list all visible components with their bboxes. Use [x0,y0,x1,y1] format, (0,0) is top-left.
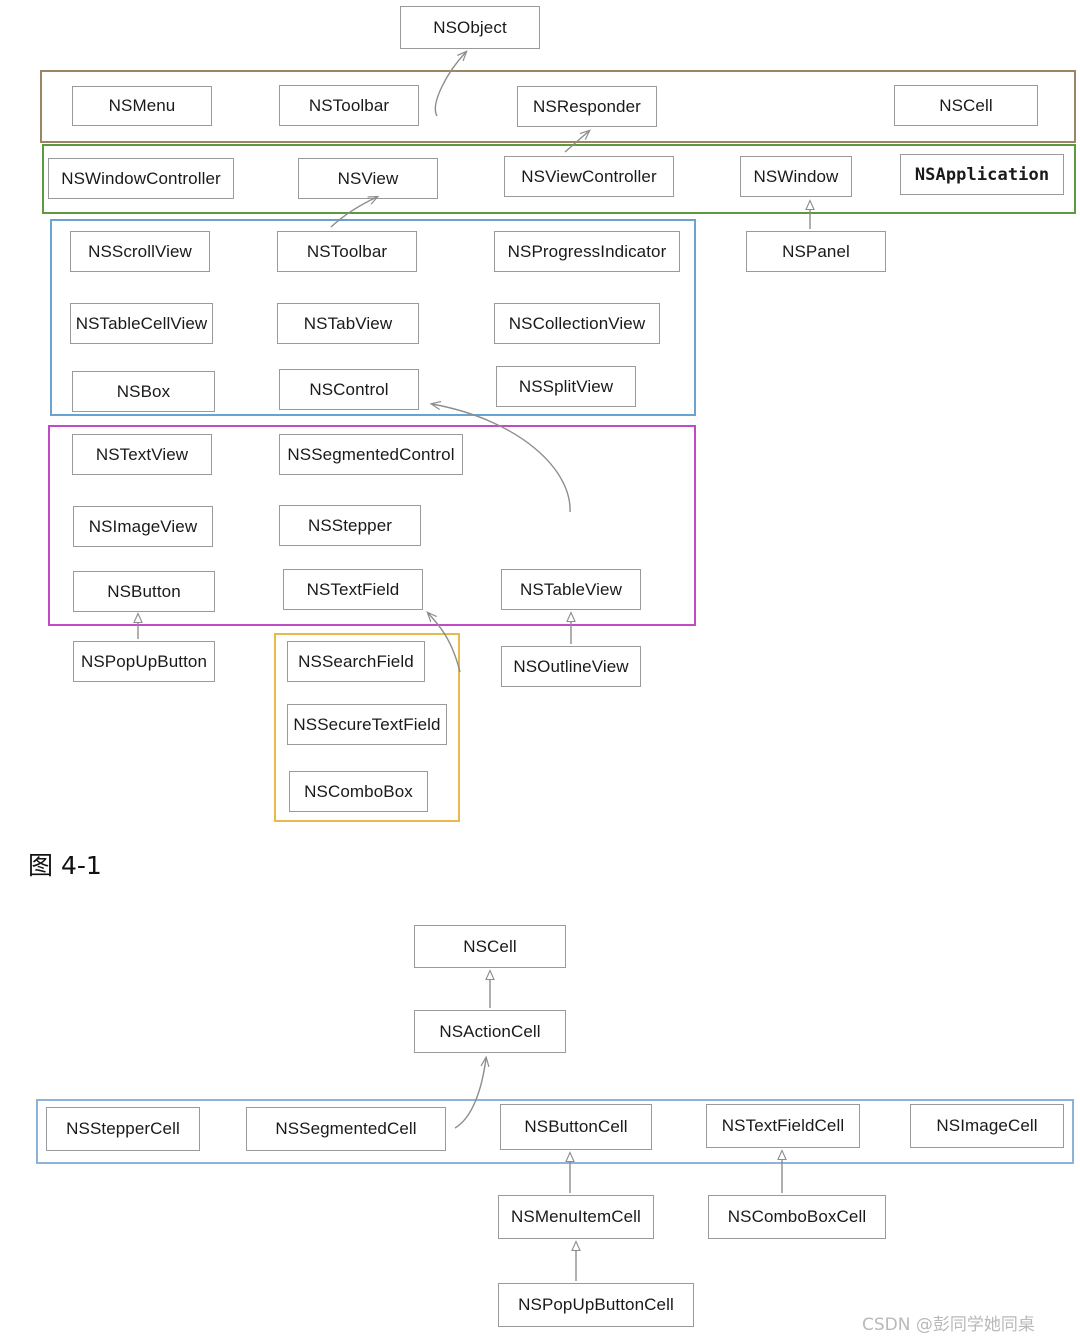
class-node-nsapplication: NSApplication [900,154,1064,195]
class-node-nscontrol: NSControl [279,369,419,410]
class-node-nsview: NSView [298,158,438,199]
class-node-nscollectionview: NSCollectionView [494,303,660,344]
class-node-nsimagecell: NSImageCell [910,1104,1064,1148]
responder-row-group [40,70,1076,143]
class-node-nspopupbuttoncell: NSPopUpButtonCell [498,1283,694,1327]
class-node-nstabview: NSTabView [277,303,419,344]
class-node-nscell: NSCell [894,85,1038,126]
class-node-nsimageview: NSImageView [73,506,213,547]
class-node-nssegmentedcell: NSSegmentedCell [246,1107,446,1151]
class-node-nsbutton: NSButton [73,571,215,612]
class-node-nssteppercell: NSStepperCell [46,1107,200,1151]
class-node-nssearchfield: NSSearchField [287,641,425,682]
class-node-nscombobox: NSComboBox [289,771,428,812]
class-node-nsmenu: NSMenu [72,86,212,126]
class-node-nsmenuitemcell: NSMenuItemCell [498,1195,654,1239]
class-node-nscell: NSCell [414,925,566,968]
class-node-nspanel: NSPanel [746,231,886,272]
class-node-nswindowcontroller: NSWindowController [48,158,234,199]
class-node-nstableview: NSTableView [501,569,641,610]
class-node-nswindow: NSWindow [740,156,852,197]
class-node-nsactioncell: NSActionCell [414,1010,566,1053]
class-node-nstextfieldcell: NSTextFieldCell [706,1104,860,1148]
class-node-nsviewcontroller: NSViewController [504,156,674,197]
class-node-nstoolbar: NSToolbar [277,231,417,272]
class-node-nsobject: NSObject [400,6,540,49]
csdn-watermark: CSDN @彭同学她同桌 [862,1315,1035,1335]
class-node-nstablecellview: NSTableCellView [70,303,213,344]
class-node-nstextview: NSTextView [72,434,212,475]
class-node-nssegmentedcontrol: NSSegmentedControl [279,434,463,475]
class-node-nspopupbutton: NSPopUpButton [73,641,215,682]
class-node-nssplitview: NSSplitView [496,366,636,407]
class-node-nsoutlineview: NSOutlineView [501,646,641,687]
nstextfield-subclass-group [274,633,460,822]
class-node-nsbox: NSBox [72,371,215,412]
nscontrol-subclass-group [48,425,696,626]
class-node-nsscrollview: NSScrollView [70,231,210,272]
view-row-group [42,144,1076,214]
class-node-nsresponder: NSResponder [517,86,657,127]
class-node-nstoolbar: NSToolbar [279,85,419,126]
cell-subclass-group [36,1099,1074,1164]
class-node-nstextfield: NSTextField [283,569,423,610]
class-node-nssecuretextfield: NSSecureTextField [287,704,447,745]
figure-caption: 图 4-1 [28,851,102,880]
class-node-nsbuttoncell: NSButtonCell [500,1104,652,1150]
class-node-nsprogressindicator: NSProgressIndicator [494,231,680,272]
class-node-nsstepper: NSStepper [279,505,421,546]
class-node-nscomboboxcell: NSComboBoxCell [708,1195,886,1239]
